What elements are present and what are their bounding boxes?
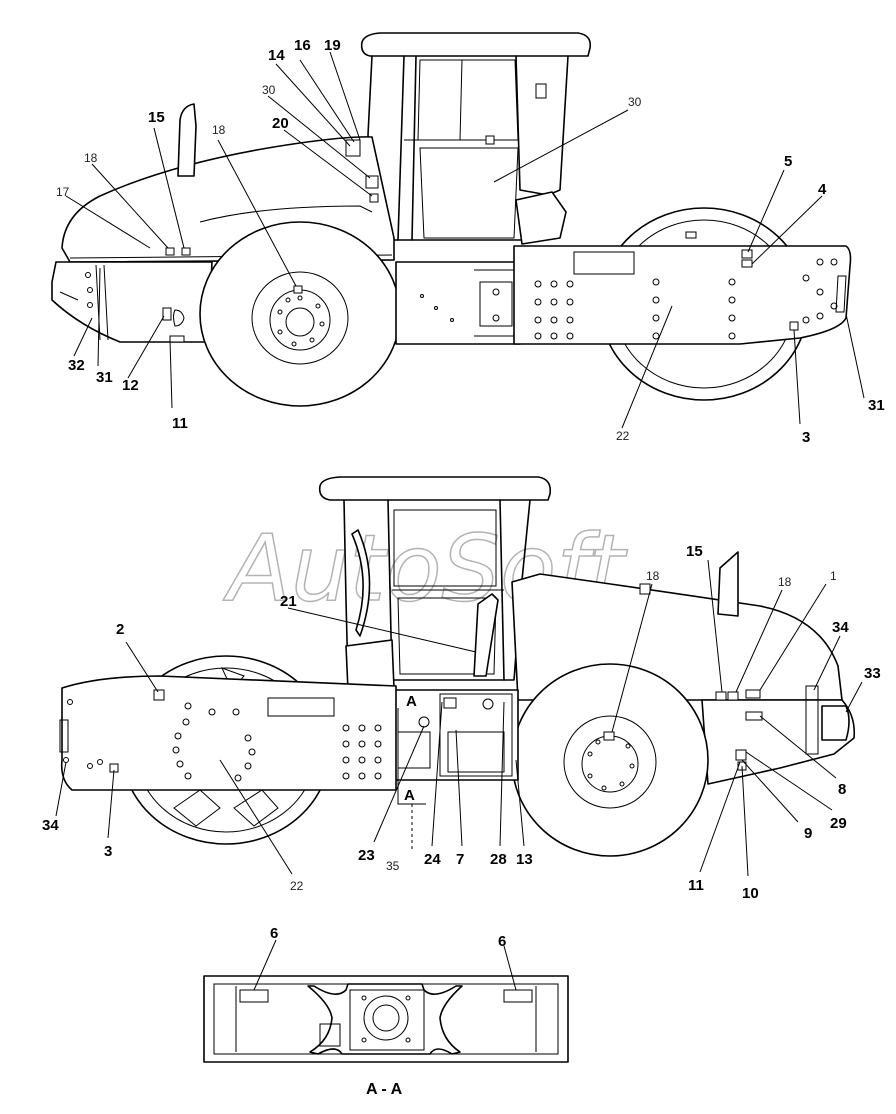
callout-35: 35 (386, 859, 400, 873)
callout-16: 16 (294, 37, 311, 54)
callout-30: 30 (628, 95, 642, 109)
callout-5: 5 (784, 153, 792, 170)
callout-1: 1 (830, 569, 837, 583)
callout-15: 15 (148, 109, 165, 126)
callout-28: 28 (490, 851, 507, 868)
callout-17: 17 (56, 185, 70, 199)
drum-frame-top (513, 245, 852, 345)
callout-13: 13 (516, 851, 533, 868)
callout-18: 18 (212, 123, 226, 137)
section-a-a-view: 6 6 A - A (203, 925, 569, 1098)
callout-11: 11 (172, 415, 188, 432)
articulation-chassis-top (395, 261, 521, 345)
section-decal-right (503, 989, 533, 1003)
section-title: A - A (366, 1081, 403, 1098)
section-decal-left (239, 989, 269, 1003)
callout-32: 32 (68, 357, 85, 374)
exhaust-pipe-bottom (717, 551, 739, 617)
rear-frame-top (51, 261, 213, 343)
callout-31: 31 (96, 369, 113, 386)
callout-15: 15 (686, 543, 703, 560)
callout-8: 8 (838, 781, 846, 798)
frame-bolt-pattern-bottom (63, 699, 382, 782)
callout-3: 3 (104, 843, 112, 860)
rear-tire-top (199, 221, 401, 407)
callout-22: 22 (616, 429, 630, 443)
callout-18: 18 (778, 575, 792, 589)
drum-frame-bottom (60, 675, 397, 791)
callout-22: 22 (290, 879, 304, 893)
roller-side-view-bottom: 15 18 18 1 21 2 34 33 A 8 29 9 34 3 23 3… (42, 476, 881, 902)
callout-9: 9 (804, 825, 812, 842)
callout-24: 24 (424, 851, 441, 868)
callout-19: 19 (324, 37, 341, 54)
callout-18: 18 (646, 569, 660, 583)
callout-20: 20 (272, 115, 289, 132)
callout-21: 21 (280, 593, 297, 610)
cab-door-window (419, 147, 519, 239)
cab-roof-bottom (318, 476, 552, 501)
cab-window-lower (393, 509, 497, 587)
exhaust-pipe-top (177, 103, 197, 177)
callout-23: 23 (358, 847, 375, 864)
callout-18: 18 (84, 151, 98, 165)
leader-lines-top (65, 51, 865, 429)
callout-34: 34 (832, 619, 849, 636)
leader-lines-bottom (55, 559, 863, 877)
cab-window-upper (417, 59, 519, 141)
rear-tire-bottom (511, 663, 709, 857)
callout-6: 6 (270, 925, 278, 942)
cab-roof-top (360, 32, 592, 57)
callout-33: 33 (864, 665, 881, 682)
callout-2: 2 (116, 621, 124, 638)
callout-7: 7 (456, 851, 464, 868)
section-center-hub (307, 983, 463, 1055)
roller-side-view-top: 19 16 14 30 30 20 15 18 18 17 5 4 32 31 … (51, 32, 885, 446)
callout-31: 31 (868, 397, 885, 414)
callout-11: 11 (688, 877, 704, 894)
frame-bolt-grid-top (534, 258, 838, 340)
callout-12: 12 (122, 377, 139, 394)
callout-14: 14 (268, 47, 285, 64)
callout-3: 3 (802, 429, 810, 446)
callout-29: 29 (830, 815, 847, 832)
section-marker-label: A (404, 787, 415, 804)
callout-4: 4 (818, 181, 827, 198)
callout-6: 6 (498, 933, 506, 950)
callout-30: 30 (262, 83, 276, 97)
callout-A: A (406, 693, 417, 710)
callout-10: 10 (742, 885, 759, 902)
callout-34: 34 (42, 817, 59, 834)
